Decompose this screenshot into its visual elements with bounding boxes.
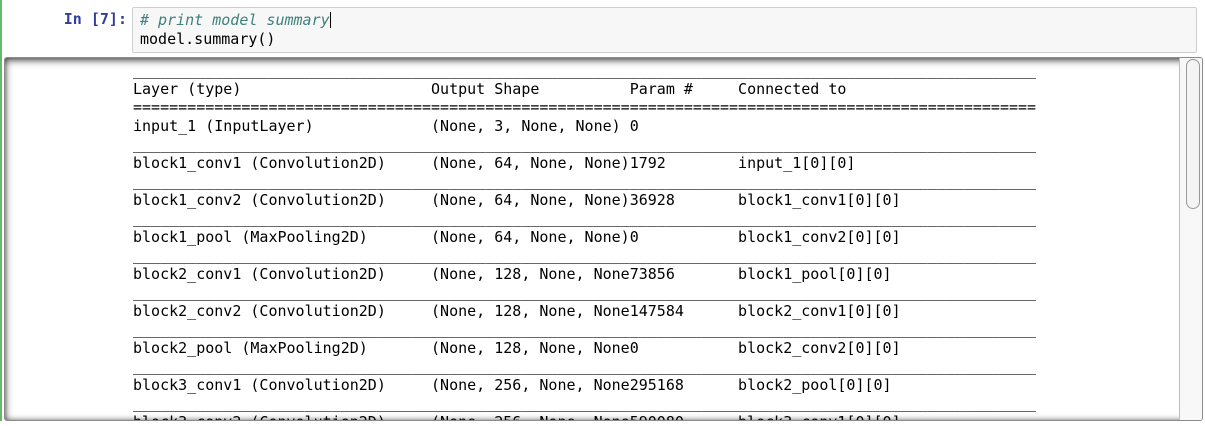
scrollbar-track[interactable] xyxy=(1179,58,1202,420)
code-editor[interactable]: # print model summary model.summary() xyxy=(132,7,1197,53)
text-cursor xyxy=(329,12,331,28)
code-line-comment: # print model summary xyxy=(140,11,1189,30)
code-comment-text: # print model summary xyxy=(140,11,330,29)
scrollbar-thumb[interactable] xyxy=(1186,59,1200,209)
input-prompt: In [7]: xyxy=(63,10,127,28)
code-statement-text: model.summary() xyxy=(140,30,276,48)
code-line-statement: model.summary() xyxy=(140,30,1189,49)
selected-cell-border xyxy=(0,0,2,421)
output-scroll-area[interactable]: ________________________________________… xyxy=(4,57,1203,421)
model-summary-text: ________________________________________… xyxy=(133,61,1037,420)
